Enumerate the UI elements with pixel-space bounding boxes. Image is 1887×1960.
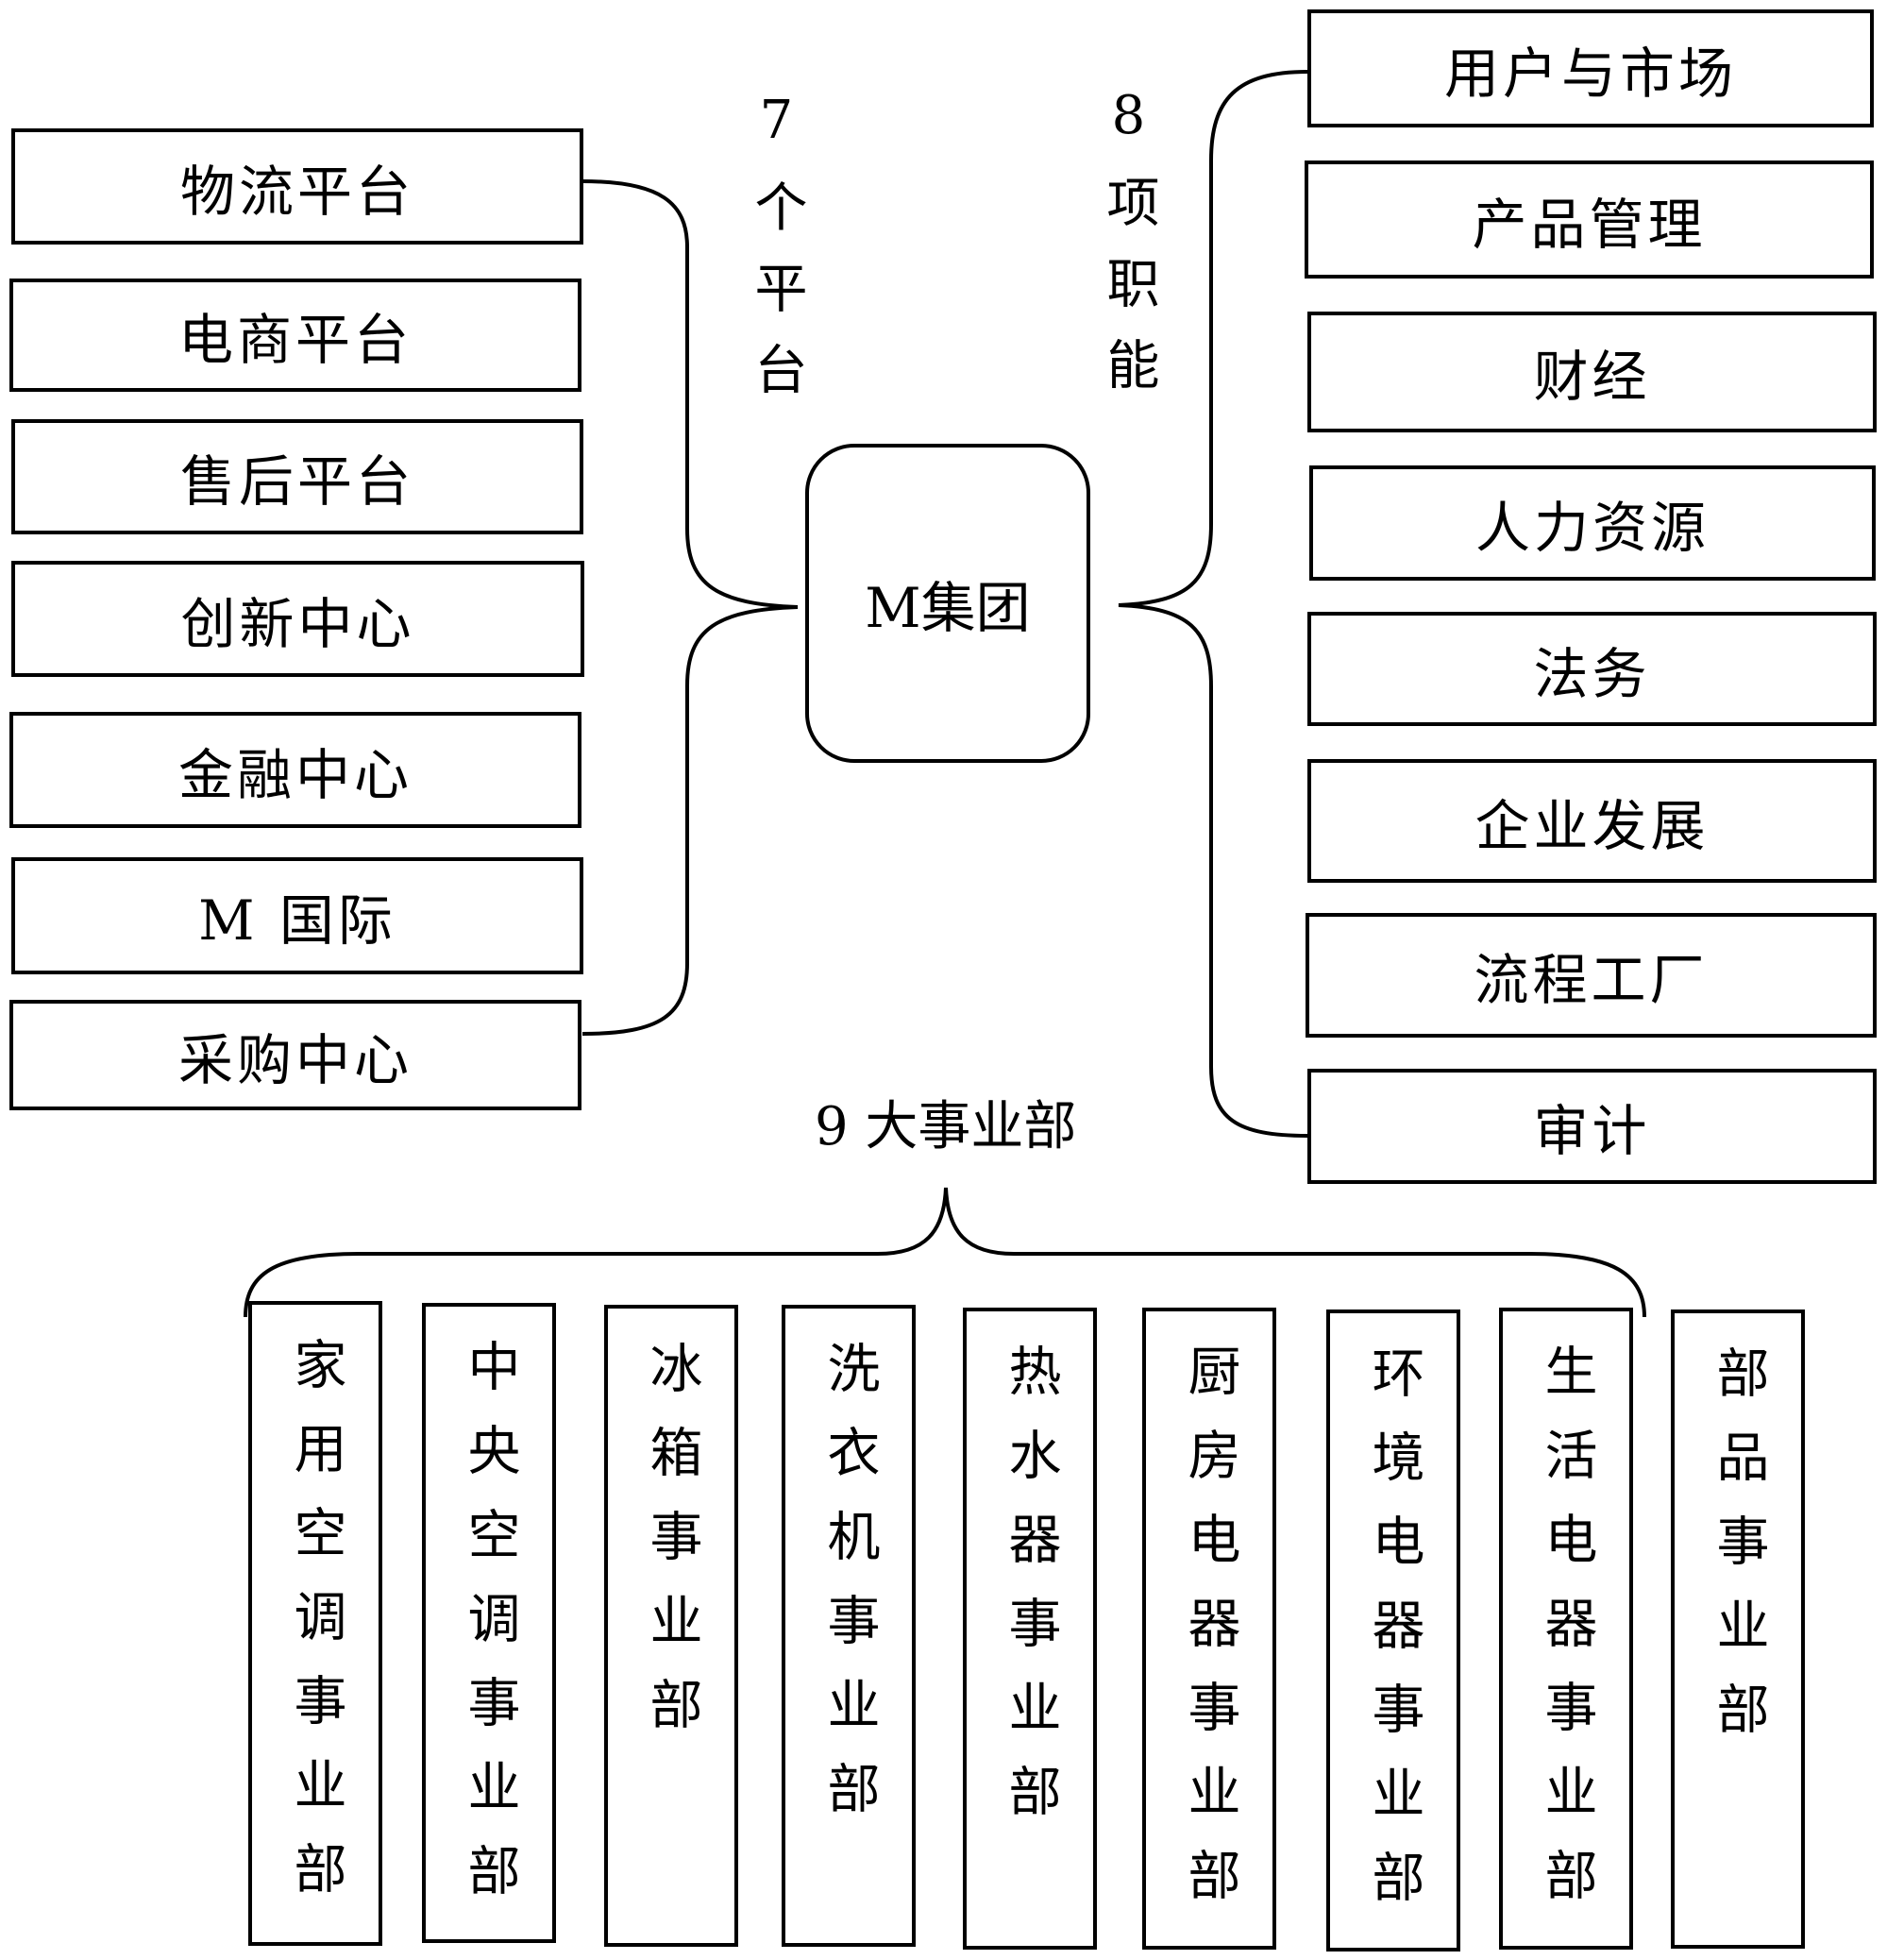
platform-box-international: M 国际 <box>11 857 583 974</box>
division-box-central-ac: 中央空调事业部 <box>422 1303 556 1943</box>
function-label: 法务 <box>1533 641 1651 706</box>
function-box-legal: 法务 <box>1307 612 1877 726</box>
platform-box-innovation: 创新中心 <box>11 561 584 677</box>
division-label: 中央空调事业部 <box>459 1339 520 1927</box>
division-label: 部品事业部 <box>1708 1345 1769 1766</box>
divisions-heading: 9 大事业部 <box>815 1096 1077 1157</box>
division-box-home-ac: 家用空调事业部 <box>248 1301 382 1946</box>
platform-label: 采购中心 <box>177 1027 413 1092</box>
division-label: 生活电器事业部 <box>1536 1343 1597 1932</box>
function-box-product: 产品管理 <box>1305 161 1874 279</box>
function-box-process: 流程工厂 <box>1306 913 1877 1038</box>
platform-label: 物流平台 <box>179 159 414 224</box>
platform-label: M 国际 <box>198 888 396 953</box>
division-label: 热水器事业部 <box>1000 1343 1061 1848</box>
functions-heading-text: 8项职能 <box>1098 85 1159 418</box>
function-label: 企业发展 <box>1474 793 1710 858</box>
division-box-components: 部品事业部 <box>1671 1309 1805 1949</box>
platform-box-finance: 金融中心 <box>9 712 581 828</box>
platforms-heading-text: 7个平台 <box>746 90 807 423</box>
division-label: 冰箱事业部 <box>641 1341 702 1761</box>
function-box-finance: 财经 <box>1307 312 1877 432</box>
function-label: 财经 <box>1533 345 1651 409</box>
function-box-audit: 审计 <box>1307 1069 1877 1184</box>
function-box-user-market: 用户与市场 <box>1307 9 1874 127</box>
platform-label: 售后平台 <box>179 449 414 514</box>
division-box-refrigerator: 冰箱事业部 <box>604 1305 738 1947</box>
function-label: 用户与市场 <box>1443 41 1737 106</box>
division-label: 家用空调事业部 <box>285 1337 346 1925</box>
platform-label: 创新中心 <box>180 591 415 656</box>
functions-heading: 8项职能 <box>1090 85 1166 418</box>
platform-label: 电商平台 <box>177 308 413 372</box>
function-label: 流程工厂 <box>1474 948 1709 1012</box>
center-label: M集团 <box>865 576 1031 640</box>
platform-label: 金融中心 <box>177 742 413 807</box>
division-label: 厨房电器事业部 <box>1179 1343 1240 1932</box>
division-box-living: 生活电器事业部 <box>1499 1308 1633 1950</box>
platform-box-aftersales: 售后平台 <box>11 419 583 534</box>
function-label: 产品管理 <box>1472 192 1707 257</box>
platform-box-logistics: 物流平台 <box>11 128 583 245</box>
division-box-kitchen: 厨房电器事业部 <box>1142 1308 1276 1950</box>
division-box-water-heater: 热水器事业部 <box>963 1308 1097 1950</box>
function-box-development: 企业发展 <box>1307 759 1877 883</box>
function-label: 审计 <box>1533 1099 1651 1163</box>
division-label: 环境电器事业部 <box>1363 1345 1424 1934</box>
platform-box-procurement: 采购中心 <box>9 1000 581 1110</box>
platforms-heading: 7个平台 <box>738 90 814 423</box>
center-node: M集团 <box>805 444 1090 763</box>
function-box-hr: 人力资源 <box>1309 465 1876 581</box>
division-box-environment: 环境电器事业部 <box>1326 1309 1460 1952</box>
division-box-washer: 洗衣机事业部 <box>782 1305 916 1947</box>
function-label: 人力资源 <box>1474 496 1710 560</box>
platform-box-ecommerce: 电商平台 <box>9 279 581 392</box>
division-label: 洗衣机事业部 <box>818 1341 880 1845</box>
